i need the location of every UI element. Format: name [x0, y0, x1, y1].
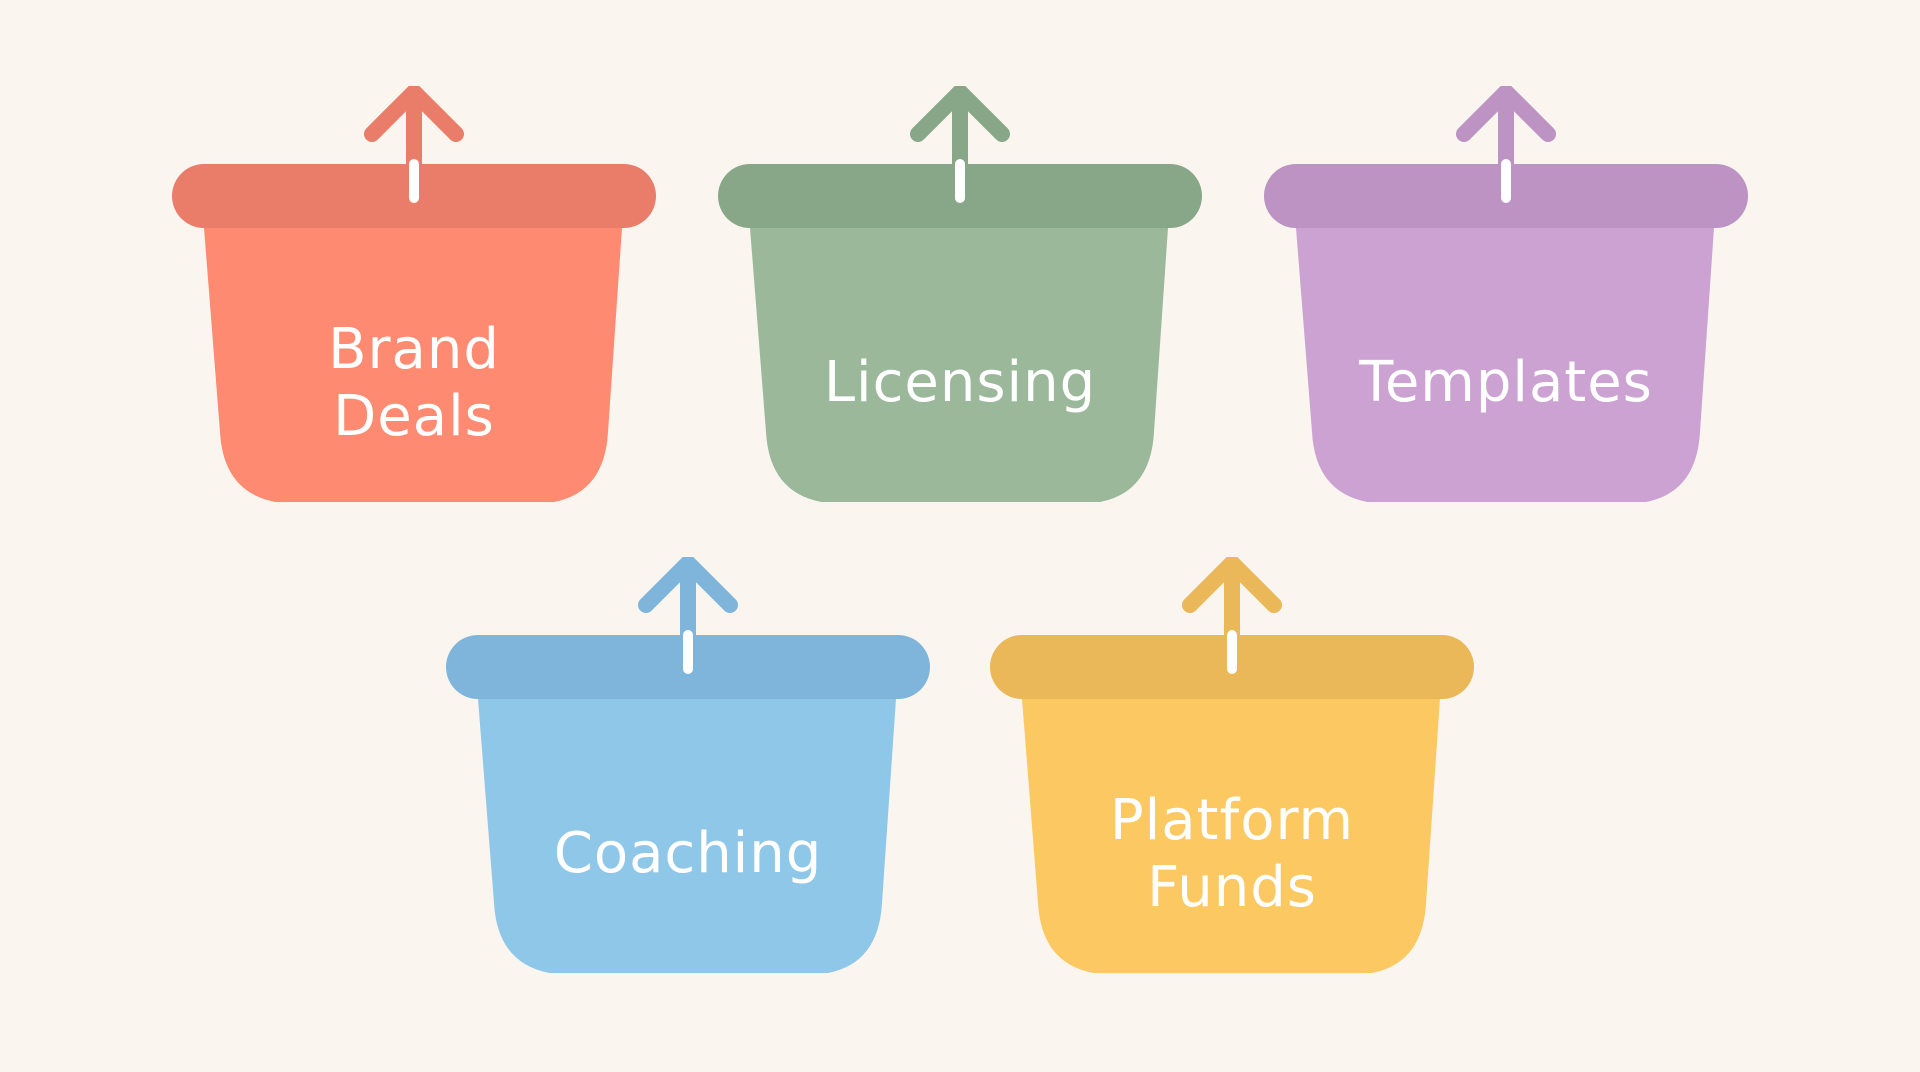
label-line: Licensing [823, 350, 1097, 416]
bucket-label-platform-funds: Platform Funds [1030, 733, 1434, 975]
bucket-brand-deals-shape [172, 86, 656, 502]
bucket-body [478, 699, 896, 973]
bucket-brand-deals: Brand Deals [172, 86, 656, 502]
label-line: Coaching [553, 821, 823, 887]
label-line: Funds [1147, 855, 1317, 920]
label-line: Brand [328, 316, 500, 382]
bucket-platform-funds-shape [990, 557, 1474, 973]
bucket-platform-funds: Platform Funds [990, 557, 1474, 973]
bucket-label-coaching: Coaching [486, 733, 890, 975]
up-arrow-icon [1456, 86, 1556, 206]
up-arrow-icon [638, 557, 738, 677]
bucket-coaching-shape [446, 557, 930, 973]
bucket-label-brand-deals: Brand Deals [212, 262, 616, 504]
bucket-body [204, 228, 622, 502]
label-line: Deals [333, 384, 495, 449]
up-arrow-icon [1182, 557, 1282, 677]
bucket-templates-shape [1264, 86, 1748, 502]
label-line: Platform [1109, 787, 1355, 853]
up-arrow-icon [364, 86, 464, 206]
up-arrow-icon [910, 86, 1010, 206]
bucket-coaching: Coaching [446, 557, 930, 973]
bucket-body [1296, 228, 1714, 502]
bucket-licensing-shape [718, 86, 1202, 502]
bucket-licensing: Licensing [718, 86, 1202, 502]
bucket-label-licensing: Licensing [758, 262, 1162, 504]
bucket-body [750, 228, 1168, 502]
bucket-label-templates: Templates [1304, 262, 1708, 504]
label-line: Templates [1359, 350, 1653, 416]
bucket-templates: Templates [1264, 86, 1748, 502]
bucket-body [1022, 699, 1440, 973]
